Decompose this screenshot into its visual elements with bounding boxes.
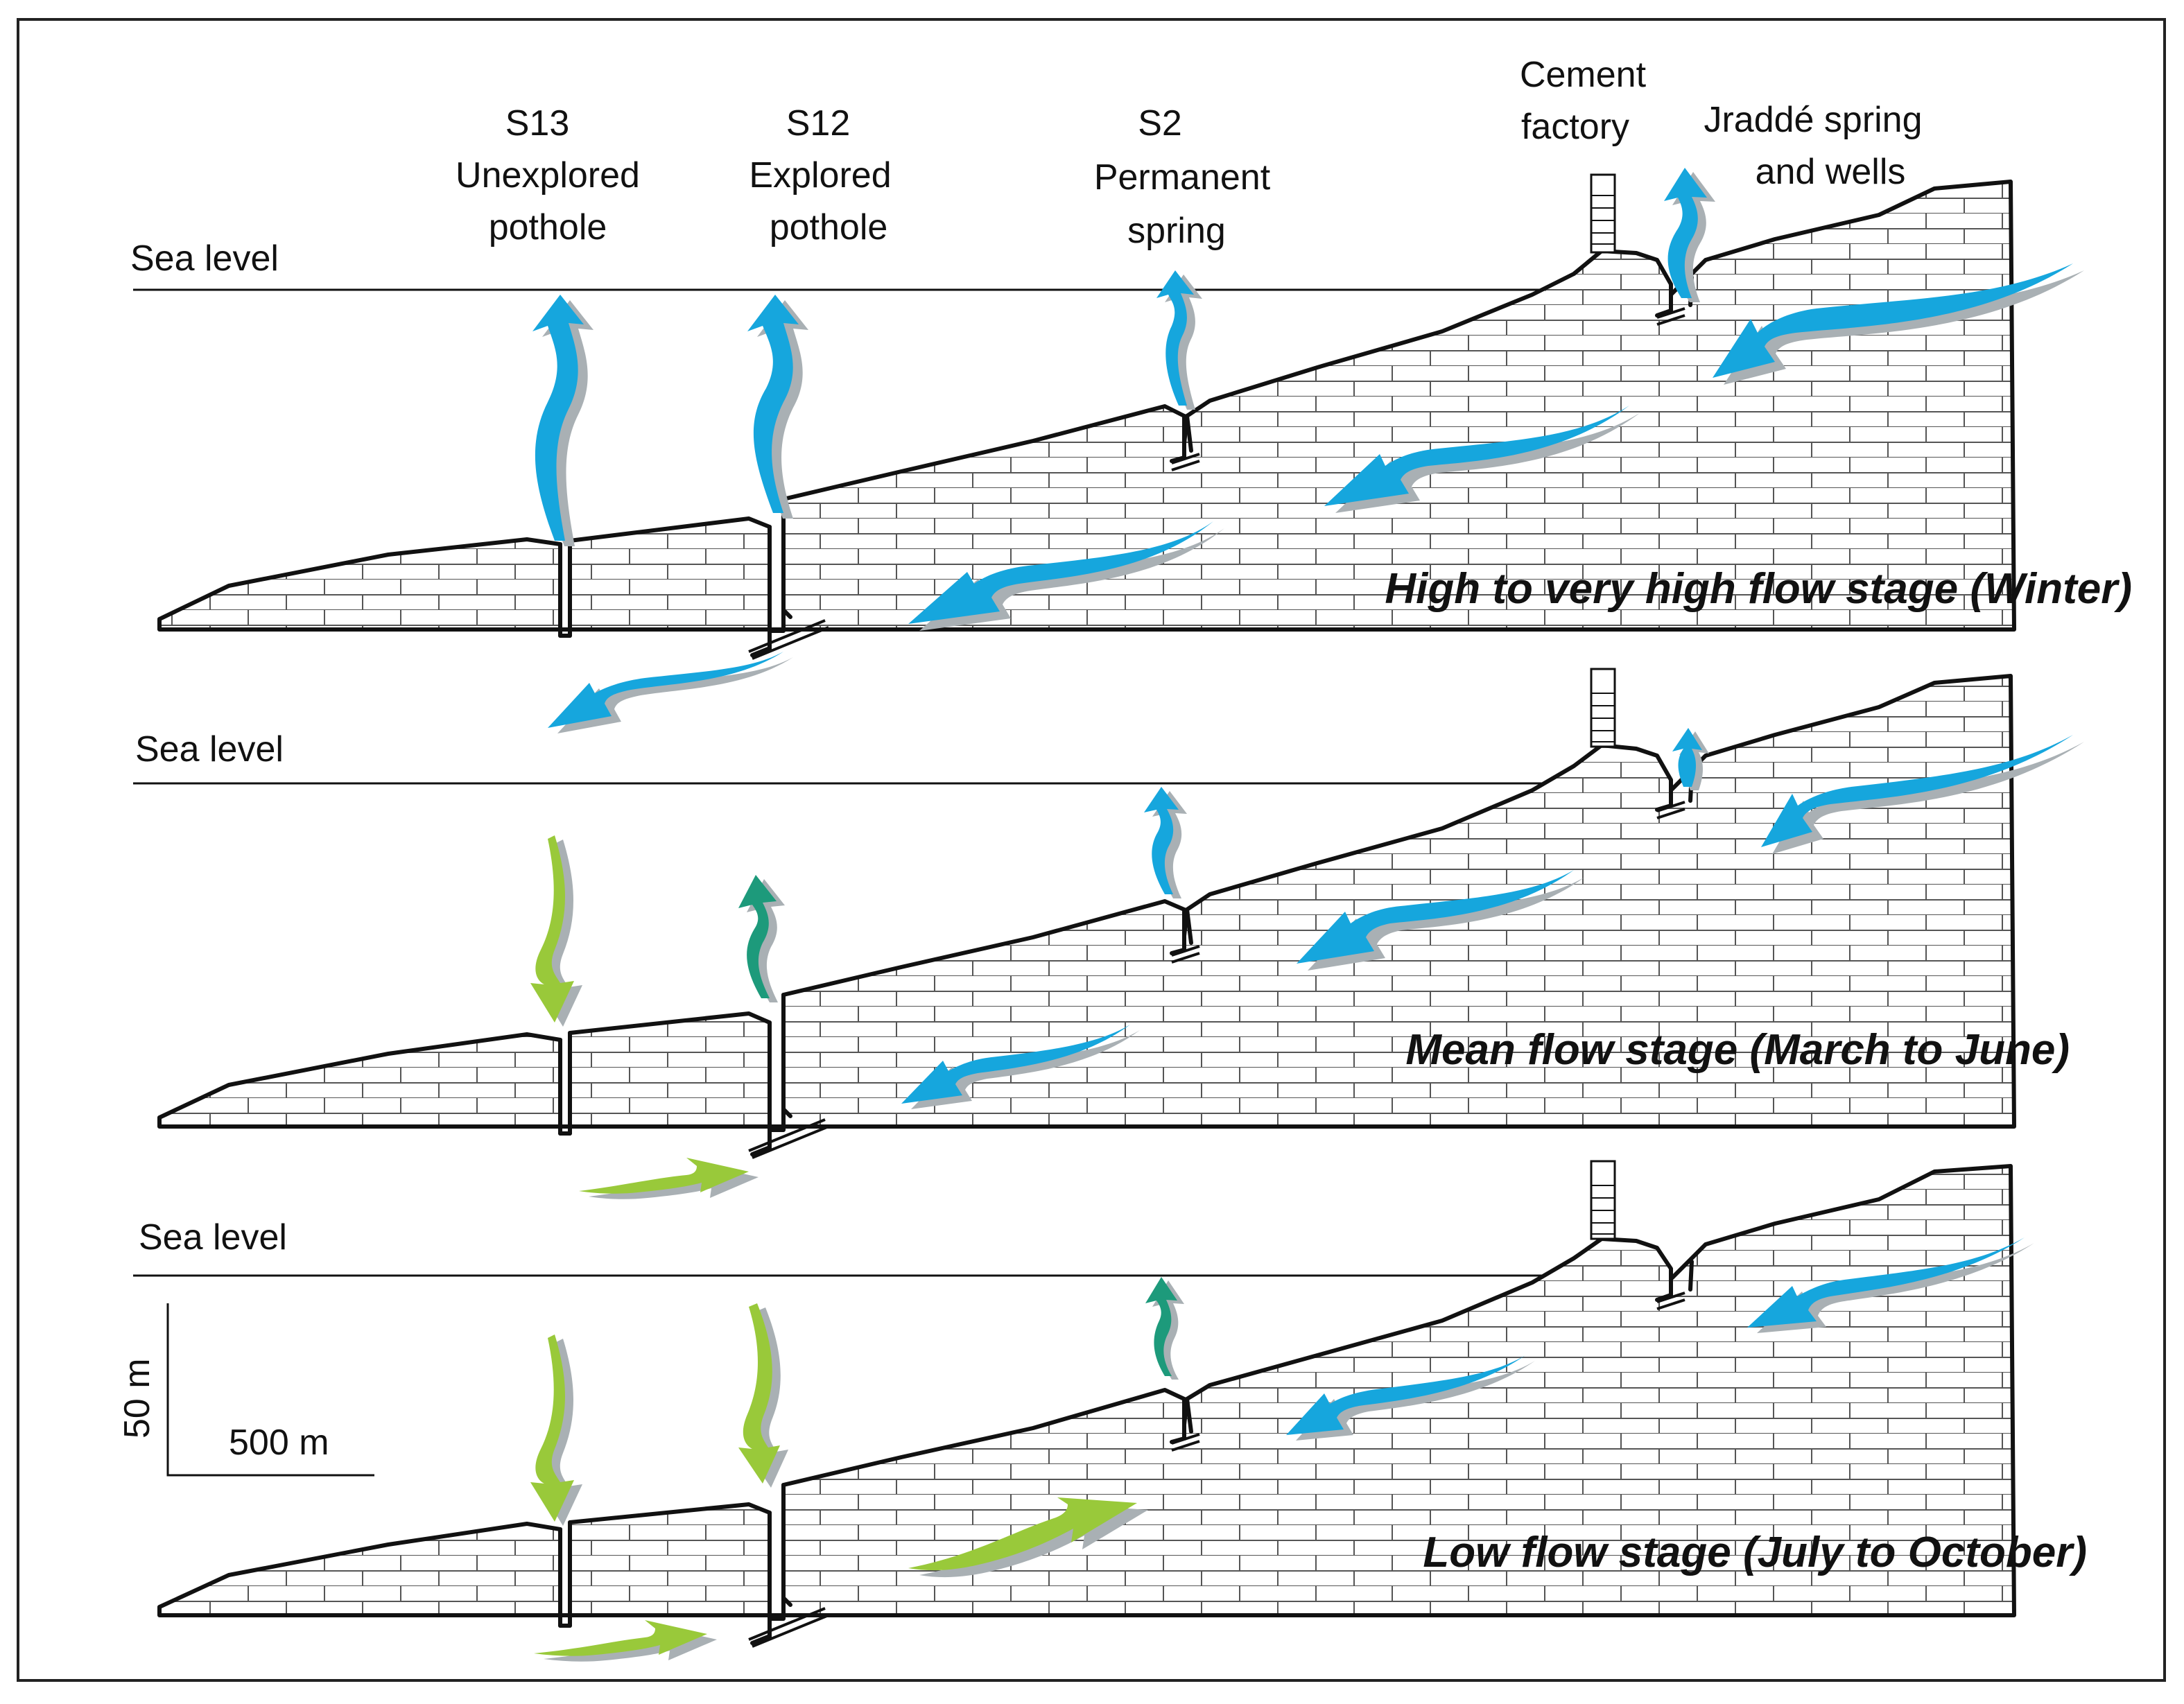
s13-inflow-arrow: [530, 835, 582, 1027]
s12-outlet: [748, 1607, 829, 1648]
s13-inflow-arrow: [530, 1334, 582, 1526]
s12-shaft: [750, 497, 792, 657]
s2-desc-label: Permanent: [1094, 157, 1271, 198]
stage-title-mean: Mean flow stage (March to June): [1405, 1026, 2070, 1074]
intrusion-arrow-2: [534, 1620, 717, 1662]
discharge-arrow-1: [1761, 735, 2084, 854]
sea-level-label: Sea level: [139, 1217, 287, 1258]
discharge-arrow-2: [1297, 870, 1585, 971]
s12-desc-label-2: pothole: [770, 207, 888, 247]
s13-desc-label-2: pothole: [489, 207, 607, 247]
jradde-label-2: and wells: [1756, 152, 1906, 192]
discharge-arrow-3: [901, 1025, 1140, 1109]
sea-level-label: Sea level: [135, 729, 284, 770]
jradde-outlet: [1656, 307, 1685, 326]
stage-title-high: High to very high flow stage (Winter): [1385, 565, 2132, 613]
s12-outlet: [748, 1118, 829, 1159]
s12-shaft: [750, 1483, 792, 1645]
scale-horizontal-label: 500 m: [229, 1423, 329, 1463]
figure-frame: [17, 18, 2166, 1682]
panel-high-flow: Sea level S13 Unexplored pothole S12 Exp…: [130, 55, 2132, 733]
panel-low-flow: Sea level Low flow stage (July to Octobe…: [133, 1160, 2087, 1662]
discharge-arrow-3: [908, 521, 1224, 631]
s13-id-label: S13: [505, 103, 570, 144]
cement-factory-chimney: [1590, 668, 1616, 748]
jradde-outflow-arrow: [1672, 728, 1709, 790]
discharge-arrow-1: [1713, 263, 2084, 385]
jradde-conduit: [1655, 1260, 1694, 1302]
s2-outlet: [1171, 1433, 1200, 1452]
s13-shaft: [558, 539, 572, 638]
s13-desc-label: Unexplored: [456, 155, 640, 195]
jradde-outlet: [1656, 801, 1685, 819]
s12-mixed-outflow-arrow: [738, 875, 785, 1002]
s13-outflow-arrow: [532, 295, 593, 546]
s12-inflow-arrow: [738, 1303, 788, 1488]
intrusion-arrow-1: [908, 1497, 1148, 1578]
discharge-arrow-1: [1747, 1237, 2034, 1333]
s2-conduit: [1170, 907, 1193, 955]
s13-shaft: [558, 1031, 572, 1136]
discharge-arrow-2: [1286, 1355, 1535, 1441]
intrusion-arrow-1: [579, 1158, 759, 1199]
s13-shaft: [558, 1520, 572, 1628]
s12-id-label: S12: [786, 103, 851, 144]
sea-level-label: Sea level: [130, 238, 279, 279]
cement-label-2: factory: [1521, 107, 1629, 147]
discharge-arrow-4: [548, 652, 793, 733]
cement-factory-chimney: [1590, 1160, 1616, 1240]
s2-id-label: S2: [1138, 103, 1182, 144]
scale-bar: 50 m 500 m: [117, 1303, 374, 1477]
jradde-outflow-arrow: [1664, 168, 1715, 302]
discharge-arrow-2: [1324, 406, 1640, 513]
cement-factory-chimney: [1590, 173, 1616, 254]
s12-shaft: [750, 993, 792, 1156]
jradde-outlet: [1656, 1292, 1685, 1310]
s2-outflow-arrow: [1156, 270, 1202, 410]
scale-vertical-label: 50 m: [117, 1358, 157, 1438]
s12-outlet: [748, 619, 829, 660]
cement-label: Cement: [1520, 55, 1647, 95]
s12-outflow-arrow: [747, 295, 808, 519]
s2-desc-label-2: spring: [1127, 211, 1226, 251]
panel-mean-flow: Sea level Mean flow stage (March to June…: [133, 668, 2084, 1199]
s2-mixed-outflow-arrow: [1145, 1277, 1184, 1380]
stage-title-low: Low flow stage (July to October): [1423, 1529, 2087, 1576]
s2-outflow-arrow: [1144, 787, 1187, 898]
s2-outlet: [1171, 453, 1200, 471]
jradde-label: Jraddé spring: [1704, 100, 1922, 140]
s2-outlet: [1171, 945, 1200, 964]
s12-desc-label: Explored: [749, 155, 891, 195]
s2-conduit: [1170, 414, 1193, 463]
